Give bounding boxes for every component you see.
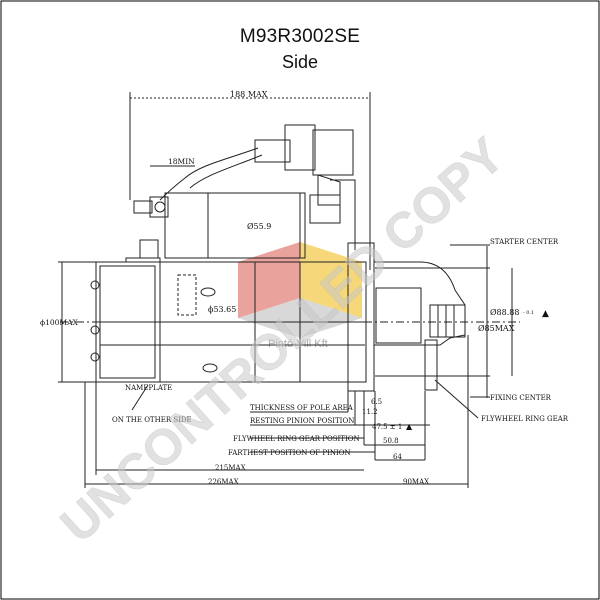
label-other-side: ON THE OTHER SIDE [112, 416, 192, 424]
dim-body-diameter: ϕ53.65 [208, 305, 236, 314]
label-nameplate: NAMEPLATE [125, 384, 172, 392]
view-label: Side [281, 52, 319, 72]
dim-length-215: 215MAX [215, 464, 246, 472]
dim-body-height: ϕ100MAX [40, 318, 79, 327]
label-fixing-center: FIXING CENTER [490, 394, 552, 402]
label-flywheel-center: FLYWHEEL RING GEAR POSITION [233, 435, 360, 443]
model-number: M93R3002SE [239, 26, 361, 47]
watermark-logo-text: Pintó-Vill Kft [268, 338, 328, 350]
dim-flange-tolerance: - 0.1 [523, 310, 534, 316]
watermark-text: UNCONTROLLED COPY [50, 127, 515, 553]
value-pole-area: 6.5 [371, 398, 382, 406]
dim-pilot-diameter: Ø85MAX [478, 324, 515, 333]
dim-overall-length: 188 MAX [230, 90, 268, 99]
label-farthest-pinion: FARTHEST POSITION OF PINION [228, 449, 351, 457]
value-flywheel-center: 50.8 [383, 437, 399, 445]
dim-terminal-clearance: 18MIN [168, 157, 195, 166]
value-flange: 11.2 [362, 408, 378, 416]
datum-symbol-1: ▲ [542, 309, 549, 319]
dim-solenoid-diameter: Ø55.9 [247, 222, 271, 231]
label-pole-area: THICKNESS OF POLE AREA [250, 404, 354, 412]
watermark-logo: Pintó-Vill Kft [238, 242, 362, 350]
dim-flange-diameter: Ø88.88 [490, 308, 519, 317]
dim-length-90: 90MAX [403, 478, 429, 486]
datum-symbol-2: ▲ [406, 422, 413, 431]
label-flywheel-ring-gear: FLYWHEEL RING GEAR [481, 415, 569, 423]
label-starter-center: STARTER CENTER [490, 238, 559, 246]
value-resting-pinion: 47.5 ± 1 [372, 423, 402, 431]
value-farthest: 64 [393, 453, 402, 461]
label-resting-pinion: RESTING PINION POSITION [250, 417, 354, 425]
dim-length-226: 226MAX [208, 478, 239, 486]
